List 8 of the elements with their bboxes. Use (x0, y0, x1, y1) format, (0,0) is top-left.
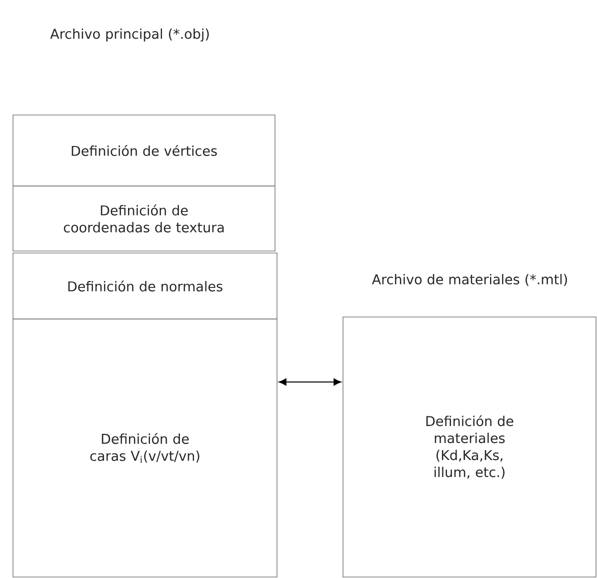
box-heading: Archivo de materiales (*.mtl) (372, 274, 567, 286)
section-box: Definición de coordenadas de textura (12, 186, 276, 252)
file-heading: Archivo principal (*.obj) (50, 28, 209, 42)
arrow (278, 378, 342, 386)
section-box: Definición de caras V$_{i}$(v/vt/vn) (12, 318, 278, 578)
section-box: Definición de vértices (12, 114, 276, 186)
material-box: Definición de materiales (Kd,Ka,Ks, illum, etc.) (342, 316, 596, 578)
section-box: Definición de normales (12, 252, 278, 320)
